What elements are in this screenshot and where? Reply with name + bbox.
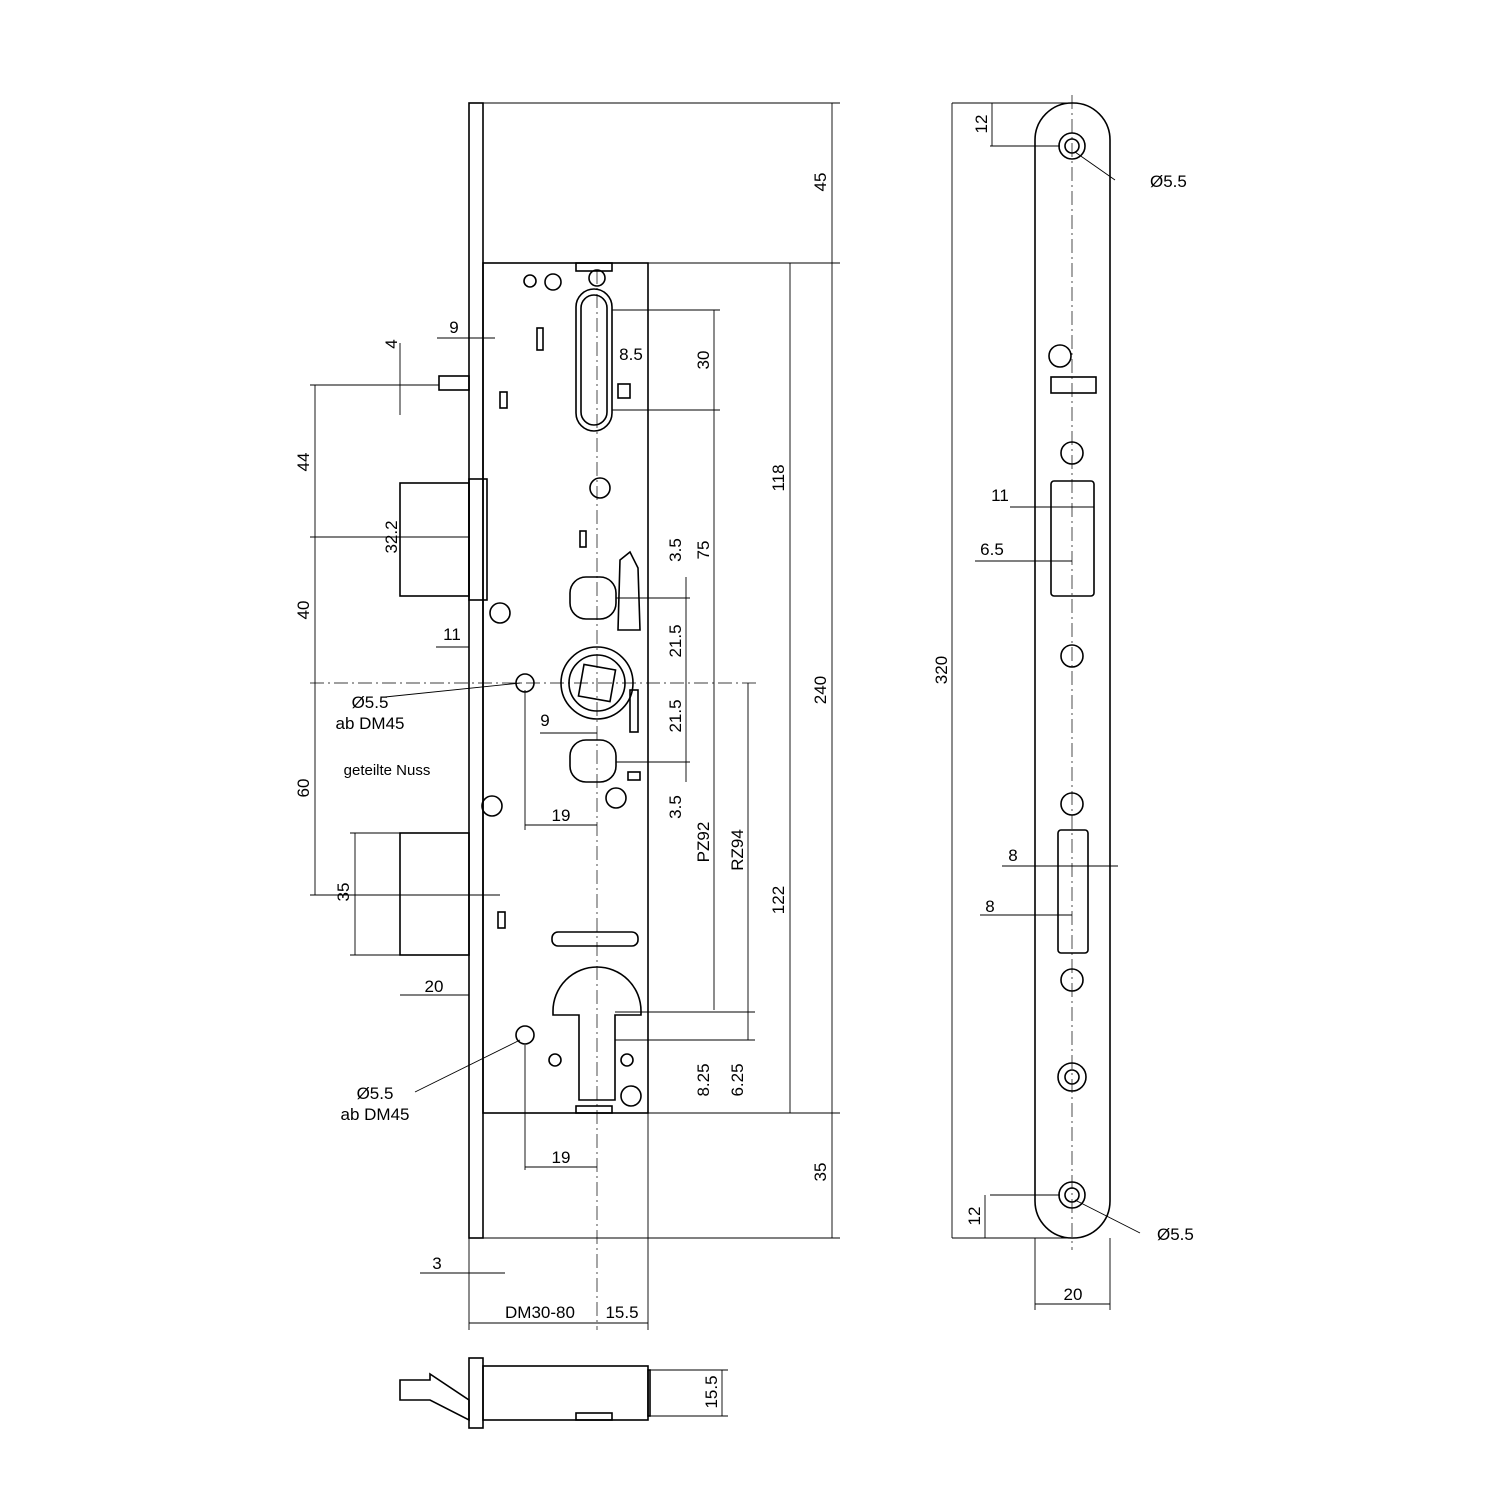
dim-pz92: PZ92	[694, 822, 713, 863]
dim-19-mid: 19	[552, 806, 571, 825]
dim-320: 320	[932, 656, 951, 684]
hole-upper-note: ab DM45	[336, 714, 405, 733]
dim-3-5-top: 3.5	[666, 538, 685, 562]
dead-bolt	[399, 832, 470, 956]
hub-lower	[569, 739, 617, 783]
dim-15-5-bottom-view: 15.5	[702, 1375, 721, 1408]
dim-44: 44	[294, 453, 313, 472]
dim-240: 240	[811, 676, 830, 704]
slot-upper	[575, 288, 613, 432]
dim-30: 30	[694, 351, 713, 370]
dim-32-2: 32.2	[382, 520, 401, 553]
latch-bolt	[399, 482, 470, 597]
dim-6-25: 6.25	[728, 1063, 747, 1096]
hole-lower-note: ab DM45	[341, 1105, 410, 1124]
dim-45: 45	[811, 173, 830, 192]
dim-20-face: 20	[1064, 1285, 1083, 1304]
dim-60: 60	[294, 779, 313, 798]
dim-118: 118	[769, 464, 788, 491]
bolt-opening	[1057, 829, 1089, 954]
dim-8-b: 8	[985, 897, 994, 916]
dim-21-5-top: 21.5	[666, 624, 685, 657]
latch-opening	[1050, 480, 1095, 597]
dim-3: 3	[432, 1254, 441, 1273]
lock-case	[482, 262, 649, 1114]
dim-40: 40	[294, 601, 313, 620]
dim-9-top: 9	[449, 318, 458, 337]
dim-backset: DM30-80	[505, 1303, 575, 1322]
dim-12-bottom: 12	[965, 1207, 984, 1226]
dim-15-5: 15.5	[605, 1303, 638, 1322]
dim-4: 4	[382, 339, 401, 348]
hole-lower-diameter: Ø5.5	[357, 1084, 394, 1103]
hub-upper	[569, 576, 617, 620]
dim-8-5: 8.5	[619, 345, 643, 364]
dim-8-25: 8.25	[694, 1063, 713, 1096]
hole-top-diameter: Ø5.5	[1150, 172, 1187, 191]
dim-6-5: 6.5	[980, 540, 1004, 559]
hole-upper-diameter: Ø5.5	[352, 693, 389, 712]
dim-35-bottom: 35	[811, 1163, 830, 1182]
faceplate-outline	[1034, 102, 1111, 1239]
cylinder-cutout	[552, 966, 642, 1101]
dim-12-top: 12	[972, 115, 991, 134]
dim-19-bottom: 19	[552, 1148, 571, 1167]
dim-11: 11	[443, 625, 461, 644]
bottom-view: 15.5	[399, 1357, 728, 1429]
catch-lever	[617, 550, 641, 631]
dim-20: 20	[425, 977, 444, 996]
split-hub-note: geteilte Nuss	[344, 762, 431, 779]
dim-35-bolt: 35	[334, 883, 353, 902]
dim-122: 122	[769, 886, 788, 914]
faceplate-view: 320 12 12 Ø5.5 Ø5.5 11 6.5 8 8 20	[932, 95, 1194, 1310]
dim-9-mid: 9	[540, 711, 549, 730]
hole-bottom-diameter: Ø5.5	[1157, 1225, 1194, 1244]
dim-8-a: 8	[1008, 846, 1017, 865]
dimension-labels: 45 240 35 118 122 30 75 3.5 21.5 21.5 3.…	[294, 173, 830, 1322]
dimension-lines	[310, 102, 840, 1330]
dim-75: 75	[694, 541, 713, 560]
hole-lower	[515, 1025, 535, 1045]
dim-rz94: RZ94	[728, 829, 747, 871]
dim-11-face: 11	[991, 486, 1009, 505]
faceplate-side	[468, 102, 484, 1239]
dim-21-5-bottom: 21.5	[666, 699, 685, 732]
trigger-latch	[438, 375, 470, 391]
dim-3-5-bottom: 3.5	[666, 795, 685, 819]
